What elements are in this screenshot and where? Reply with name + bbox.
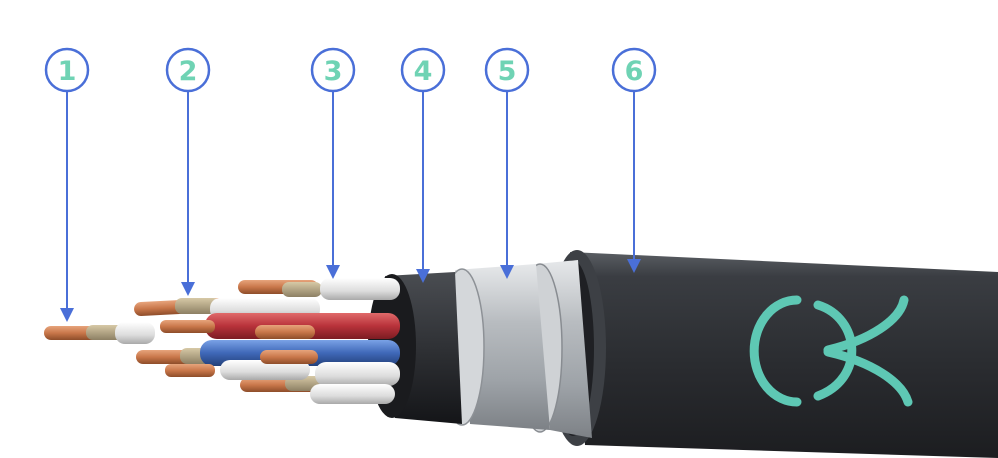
- armor-layer: [440, 260, 592, 438]
- callout-6: 6: [613, 49, 655, 273]
- callout-3: 3: [312, 49, 354, 279]
- callout-1-label: 1: [58, 56, 77, 87]
- callout-4: 4: [402, 49, 444, 283]
- callout-5: 5: [486, 49, 528, 279]
- callout-1: 1: [46, 49, 88, 322]
- callout-5-label: 5: [498, 56, 517, 87]
- callout-4-label: 4: [414, 56, 433, 87]
- callout-2: 2: [167, 49, 209, 296]
- callout-3-label: 3: [324, 56, 343, 87]
- outer-jacket: [548, 250, 998, 458]
- conductor-bundle: [44, 278, 400, 404]
- callout-6-label: 6: [625, 56, 644, 87]
- callout-2-label: 2: [179, 56, 198, 87]
